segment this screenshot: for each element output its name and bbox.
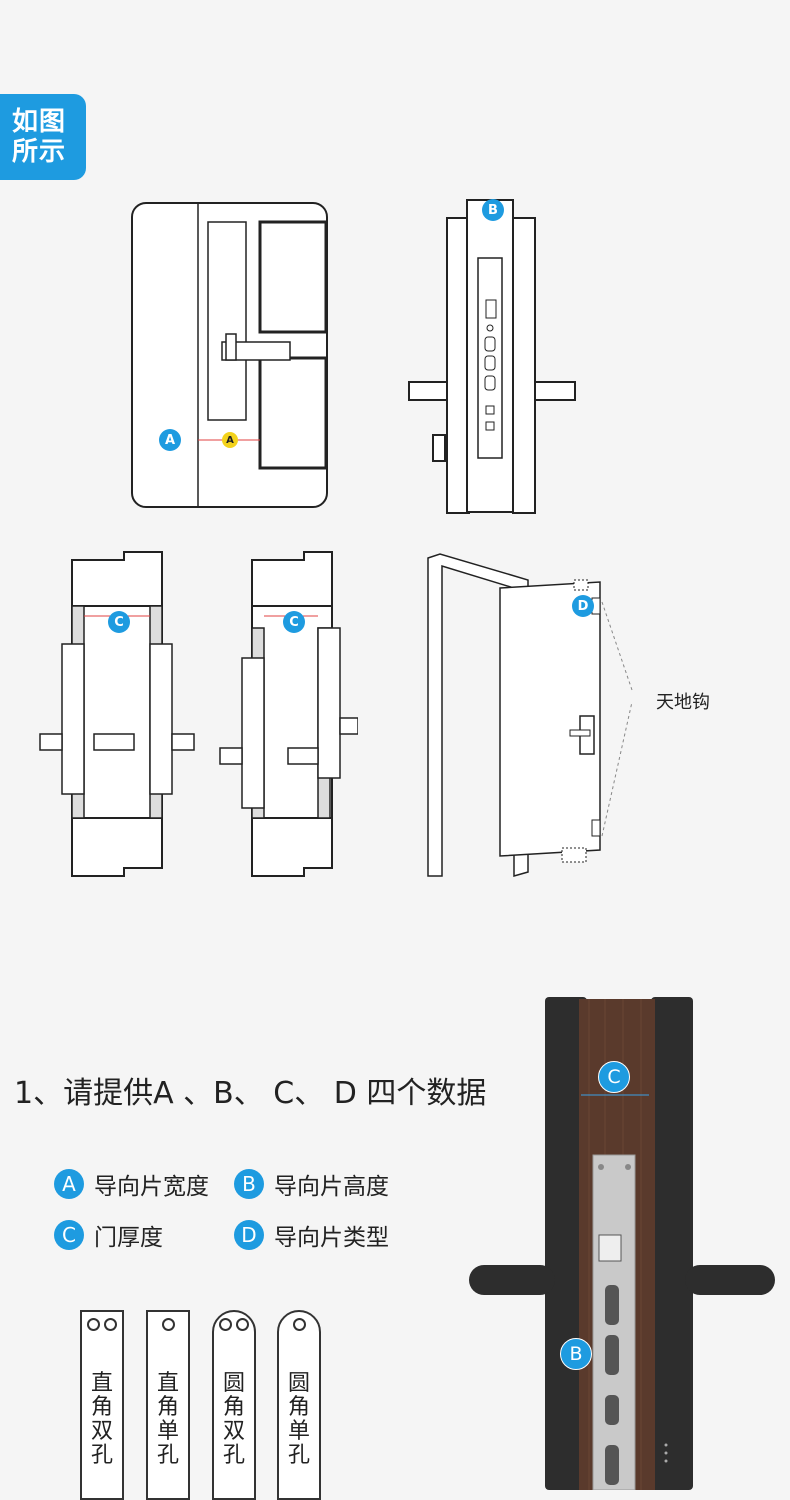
legend-text-b: 导向片高度 <box>274 1174 389 1200</box>
plate-round-single: 圆角单孔 <box>277 1310 321 1500</box>
legend-item-d: D 导向片类型 <box>234 1218 389 1252</box>
open-door-diagram <box>427 553 633 877</box>
legend-text-d: 导向片类型 <box>274 1225 389 1251</box>
badge-line-2: 所示 <box>12 137 67 167</box>
hook-callout-label: 天地钩 <box>656 692 710 713</box>
legend-item-b: B 导向片高度 <box>234 1167 389 1201</box>
marker-c-left: C <box>108 611 130 633</box>
lock-product-photo <box>469 997 775 1490</box>
plate-square-single: 直角单孔 <box>146 1310 190 1500</box>
plate-label: 直角单孔 <box>156 1371 179 1468</box>
door-thickness-diagram <box>39 551 358 877</box>
plate-square-double: 直角双孔 <box>80 1310 124 1500</box>
lock-body-diagram <box>408 199 576 514</box>
marker-a: A <box>159 429 181 451</box>
plate-label: 直角双孔 <box>90 1371 113 1468</box>
hole-icon <box>104 1318 117 1331</box>
legend-marker-a: A <box>54 1169 84 1199</box>
marker-c-right: C <box>283 611 305 633</box>
marker-a-small: A <box>222 432 238 448</box>
door-front-diagram <box>131 202 328 508</box>
section-badge: 如图 所示 <box>0 94 86 180</box>
marker-d: D <box>572 595 594 617</box>
marker-b: B <box>482 199 504 221</box>
legend-text-c: 门厚度 <box>94 1225 163 1251</box>
legend-text-a: 导向片宽度 <box>94 1174 209 1200</box>
cross-section-right <box>219 551 358 877</box>
hole-icon <box>219 1318 232 1331</box>
hole-icon <box>87 1318 100 1331</box>
data-request-heading: 1、请提供A 、B、 C、 D 四个数据 <box>14 1076 487 1111</box>
hole-icon <box>292 1318 306 1331</box>
plate-label: 圆角双孔 <box>222 1371 245 1468</box>
plate-round-double: 圆角双孔 <box>212 1310 256 1500</box>
legend-marker-d: D <box>234 1220 264 1250</box>
legend-marker-b: B <box>234 1169 264 1199</box>
hole-icon <box>161 1318 175 1331</box>
photo-marker-c: C <box>598 1061 630 1093</box>
plate-label: 圆角单孔 <box>287 1371 310 1468</box>
hole-icon <box>236 1318 249 1331</box>
legend-marker-c: C <box>54 1220 84 1250</box>
cross-section-left <box>39 551 195 877</box>
legend-item-a: A 导向片宽度 <box>54 1167 209 1201</box>
photo-marker-b: B <box>560 1338 592 1370</box>
legend-item-c: C 门厚度 <box>54 1218 163 1252</box>
badge-line-1: 如图 <box>12 107 67 137</box>
